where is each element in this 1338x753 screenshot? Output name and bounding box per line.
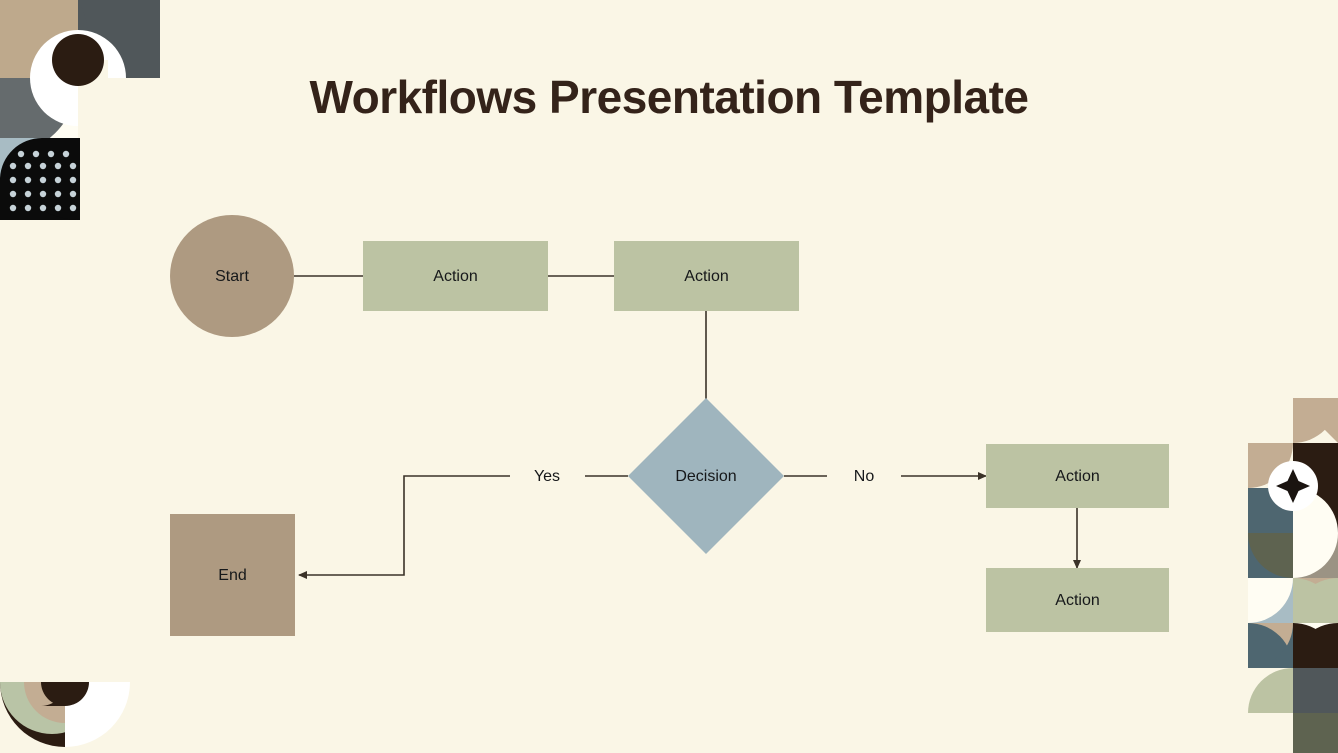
node-action-3[interactable]: Action	[986, 444, 1169, 508]
decoration-bottom-left	[0, 672, 130, 753]
node-end[interactable]: End	[170, 514, 295, 636]
node-decision[interactable]: Decision	[628, 398, 784, 554]
node-action-1[interactable]: Action	[363, 241, 548, 311]
four-point-star-icon	[1276, 469, 1310, 503]
node-action-2-label: Action	[684, 268, 728, 285]
node-action-2[interactable]: Action	[614, 241, 799, 311]
decoration-dotted-quarter-circle	[0, 138, 80, 220]
node-action-3-label: Action	[1055, 468, 1099, 485]
decoration-right-strip-lower	[1248, 668, 1338, 753]
node-end-label: End	[218, 567, 246, 584]
node-action-4[interactable]: Action	[986, 568, 1169, 632]
edge-label-yes: Yes	[534, 468, 560, 485]
page-title: Workflows Presentation Template	[309, 71, 1029, 123]
node-action-1-label: Action	[433, 268, 477, 285]
node-start-label: Start	[215, 268, 249, 285]
node-decision-label: Decision	[675, 468, 736, 485]
node-start[interactable]: Start	[170, 215, 294, 337]
edge-yes-to-end	[298, 475, 467, 579]
node-action-4-label: Action	[1055, 592, 1099, 609]
decoration-top-left	[0, 0, 160, 156]
edge-label-no: No	[854, 468, 875, 485]
